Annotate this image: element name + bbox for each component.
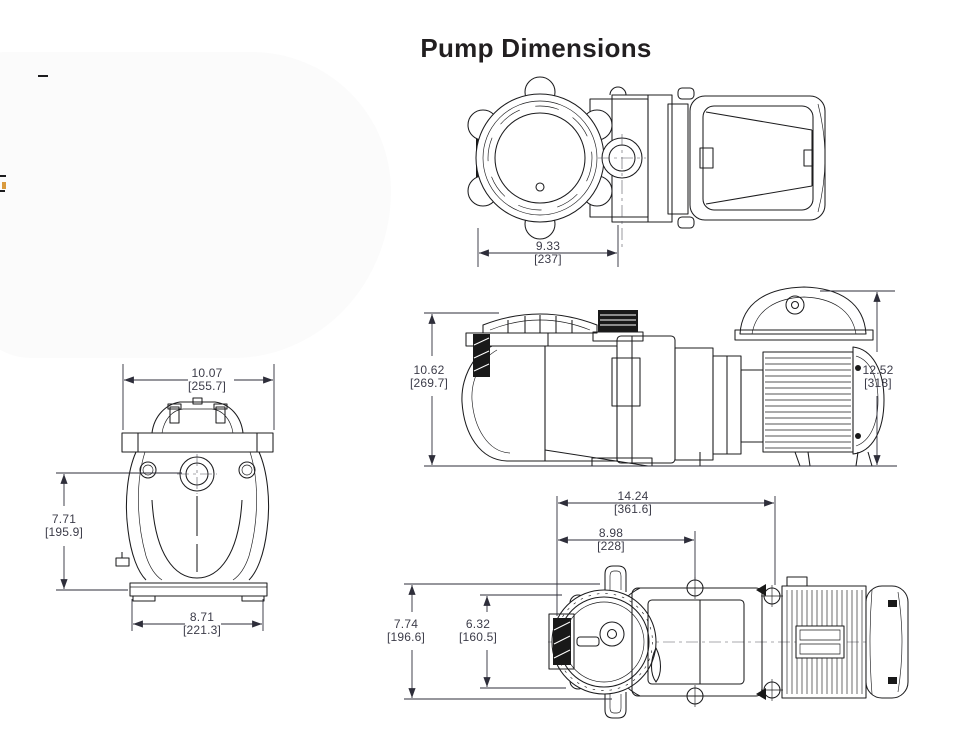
dim-front-base-width: 8.71 [221.3] xyxy=(183,611,221,637)
dim-inches: 14.24 xyxy=(617,489,649,503)
dim-inches: 7.71 xyxy=(51,512,77,526)
dim-mm: [160.5] xyxy=(458,630,498,644)
dim-inches: 10.62 xyxy=(413,363,445,377)
dim-front-center-height: 7.71 [195.9] xyxy=(45,513,83,539)
bottom-view-drawing xyxy=(548,566,908,718)
page-title: Pump Dimensions xyxy=(420,33,652,63)
dim-inches: 8.71 xyxy=(189,610,215,624)
dim-side-pot-height: 10.62 [269.7] xyxy=(410,364,448,390)
dim-inches: 7.74 xyxy=(393,617,419,631)
dim-mm: [221.3] xyxy=(182,623,222,637)
dim-mm: [269.7] xyxy=(409,376,449,390)
dim-bottom-overall-width: 7.74 [196.6] xyxy=(387,618,425,644)
dim-mm: [361.6] xyxy=(613,502,653,516)
dim-side-overall-height: 12.52 [318] xyxy=(862,364,893,390)
dim-inches: 12.52 xyxy=(862,363,894,377)
dim-mm: [318] xyxy=(864,376,892,390)
dim-mm: [255.7] xyxy=(187,379,227,393)
background-smudge xyxy=(0,52,391,358)
dim-inches: 10.07 xyxy=(191,366,223,380)
edge-artifacts xyxy=(0,76,48,191)
side-view-drawing xyxy=(462,287,884,466)
top-view-drawing xyxy=(468,77,825,248)
front-view-drawing xyxy=(116,398,273,601)
dim-front-width: 10.07 [255.7] xyxy=(188,367,226,393)
dim-inches: 8.98 xyxy=(598,526,624,540)
dim-bottom-pump-length: 8.98 [228] xyxy=(597,527,625,553)
dim-bottom-overall-length: 14.24 [361.6] xyxy=(614,490,652,516)
dim-mm: [228] xyxy=(597,539,625,553)
dim-inches: 6.32 xyxy=(465,617,491,631)
dimension-lines xyxy=(56,225,897,699)
dim-mm: [237] xyxy=(534,252,562,266)
dim-top-view-width: 9.33 [237] xyxy=(534,240,562,266)
dim-mm: [195.9] xyxy=(44,525,84,539)
dim-mm: [196.6] xyxy=(386,630,426,644)
dim-inches: 9.33 xyxy=(535,239,561,253)
dim-bottom-lid-width: 6.32 [160.5] xyxy=(459,618,497,644)
